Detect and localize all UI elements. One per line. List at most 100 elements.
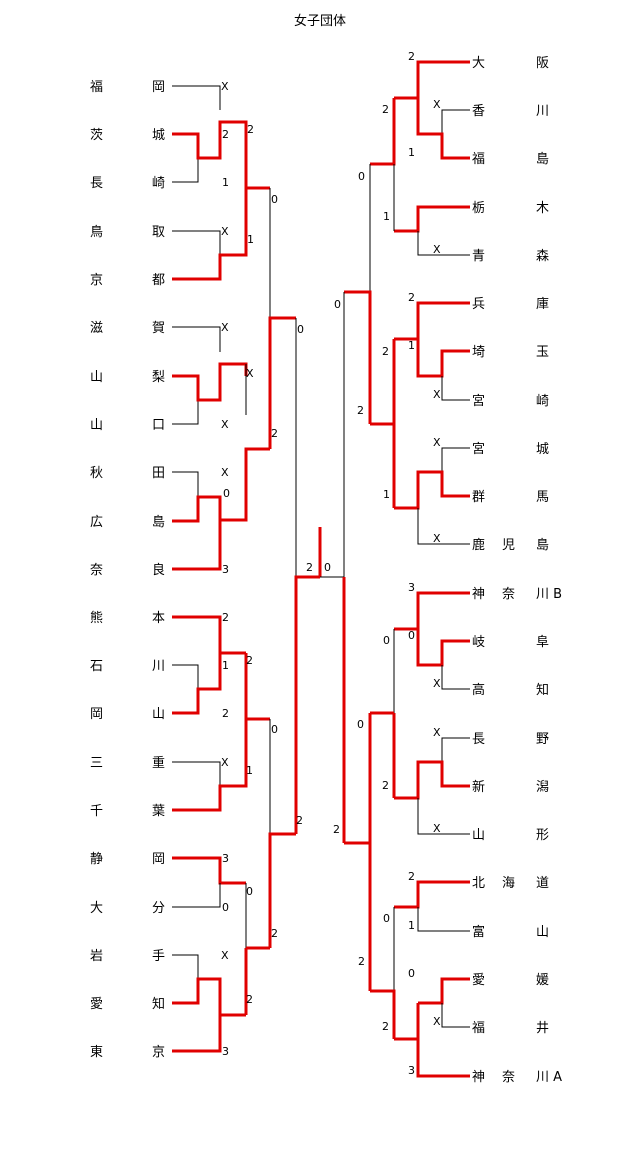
left-team-16-char1: 静	[90, 852, 103, 867]
right-team-13-char1: 高	[472, 682, 485, 698]
right-team-15-char1: 新	[472, 779, 485, 795]
left-team-7-seed: X	[221, 418, 229, 431]
left-team-3-char2: 取	[152, 225, 165, 240]
left-score-r2f: 1	[246, 764, 253, 777]
right-score-r2d: 1	[383, 488, 390, 501]
bracket-line-16	[172, 615, 246, 655]
bracket-line-37	[441, 109, 470, 134]
left-team-20-seed: 3	[222, 1045, 229, 1058]
right-team-8-char3: 城	[536, 442, 549, 457]
right-team-7-char1: 宮	[472, 393, 485, 409]
right-score-r3b: 2	[357, 404, 364, 417]
left-score-r4b: 2	[296, 814, 303, 827]
bracket-line-55	[416, 629, 470, 667]
left-team-2-seed: 1	[222, 176, 229, 189]
left-team-19-char2: 知	[152, 996, 165, 1012]
left-team-5-char2: 賀	[152, 321, 165, 336]
right-team-3-char3: 木	[536, 201, 549, 216]
left-team-7-char1: 山	[90, 418, 103, 433]
bracket-line-17	[172, 664, 199, 689]
bracket-line-1	[172, 158, 199, 183]
right-team-7-seed: X	[433, 388, 441, 401]
left-team-1-char2: 城	[152, 128, 165, 143]
bracket-line-33	[294, 575, 320, 834]
bracket-title: 女子団体	[293, 14, 346, 29]
right-team-11-char1: 神	[472, 587, 485, 602]
right-team-13-seed: X	[433, 677, 441, 690]
left-score-r2d: 0	[223, 487, 230, 500]
right-team-5-seed: 2	[408, 291, 415, 304]
left-team-9-char1: 広	[90, 515, 103, 530]
left-team-18-char2: 手	[152, 949, 165, 964]
right-team-19-seed: 0	[408, 967, 415, 980]
right-team-12-seed: 0	[408, 629, 415, 642]
left-team-6-char2: 梨	[152, 370, 165, 385]
bracket-line-6	[172, 400, 199, 425]
bracket-line-26	[172, 1015, 222, 1053]
left-team-1-seed: 2	[222, 128, 229, 141]
bracket-line-18	[172, 653, 222, 715]
right-team-21-char3: 川 A	[536, 1070, 562, 1085]
right-team-20-char1: 福	[472, 1021, 485, 1036]
left-team-17-seed: 0	[222, 901, 229, 914]
left-team-14-char2: 重	[152, 755, 165, 771]
right-team-7-char3: 崎	[536, 394, 549, 409]
bracket-line-22	[172, 856, 246, 885]
right-score-r4b: 2	[333, 823, 340, 836]
bracket-line-56	[441, 665, 470, 690]
right-team-2-seed: 1	[408, 146, 415, 159]
left-team-9-char2: 島	[152, 515, 165, 530]
left-score-r2b: 1	[247, 233, 254, 246]
left-team-10-char2: 良	[152, 562, 165, 578]
left-team-1-char1: 茨	[90, 128, 103, 143]
right-team-9-char1: 群	[472, 490, 485, 505]
left-team-16-seed: 3	[222, 852, 229, 865]
right-score-r2f: 2	[382, 779, 389, 792]
bracket-line-44	[394, 301, 470, 341]
left-team-10-seed: 3	[222, 563, 229, 576]
right-team-11-char3: 川 B	[536, 587, 562, 602]
right-team-9-char3: 馬	[536, 490, 549, 505]
left-team-8-char1: 秋	[90, 466, 103, 481]
right-team-6-char3: 玉	[536, 345, 549, 360]
bracket-line-71	[370, 989, 396, 1039]
left-team-18-seed: X	[221, 949, 229, 962]
right-team-17-char2: 海	[502, 876, 515, 891]
bracket-line-63	[344, 713, 372, 845]
bracket-line-5	[172, 326, 221, 352]
bracket-line-36	[394, 60, 470, 100]
left-team-0-seed: X	[221, 80, 229, 93]
bracket-line-23	[172, 883, 221, 908]
right-team-4-char3: 森	[536, 249, 549, 264]
right-team-21-seed: 3	[408, 1064, 415, 1077]
left-team-3-char1: 鳥	[90, 225, 103, 240]
left-team-14-char1: 三	[90, 756, 103, 771]
right-score-r4a: 0	[334, 298, 341, 311]
bracket-line-0	[172, 85, 221, 110]
right-team-4-seed: X	[433, 243, 441, 256]
right-team-18-seed: 1	[408, 919, 415, 932]
right-team-8-seed: X	[433, 436, 441, 449]
left-score-r2c: X	[246, 367, 254, 380]
right-team-17-seed: 2	[408, 870, 415, 883]
right-team-0-char1: 大	[472, 56, 485, 71]
bracket-line-38	[416, 98, 470, 160]
bracket-line-3	[172, 230, 221, 255]
left-score-r3a: 0	[271, 193, 278, 206]
right-team-13-char3: 知	[536, 682, 549, 698]
left-score-r3d: 2	[271, 927, 278, 940]
bracket-line-49	[394, 470, 470, 510]
right-team-6-seed: 1	[408, 339, 415, 352]
left-score-r2a: 2	[247, 123, 254, 136]
right-team-0-seed: 2	[408, 50, 415, 63]
left-score-r2g: 0	[246, 885, 253, 898]
right-team-19-char3: 媛	[536, 973, 549, 988]
bracket-line-43	[344, 164, 371, 293]
bracket-line-10	[172, 495, 222, 523]
right-team-8-char1: 宮	[472, 441, 485, 457]
bracket-line-2	[172, 120, 270, 190]
left-score-r2e: 2	[246, 654, 253, 667]
right-team-6-char1: 埼	[472, 345, 485, 360]
bracket-line-30	[269, 719, 296, 835]
right-team-20-seed: X	[433, 1015, 441, 1028]
